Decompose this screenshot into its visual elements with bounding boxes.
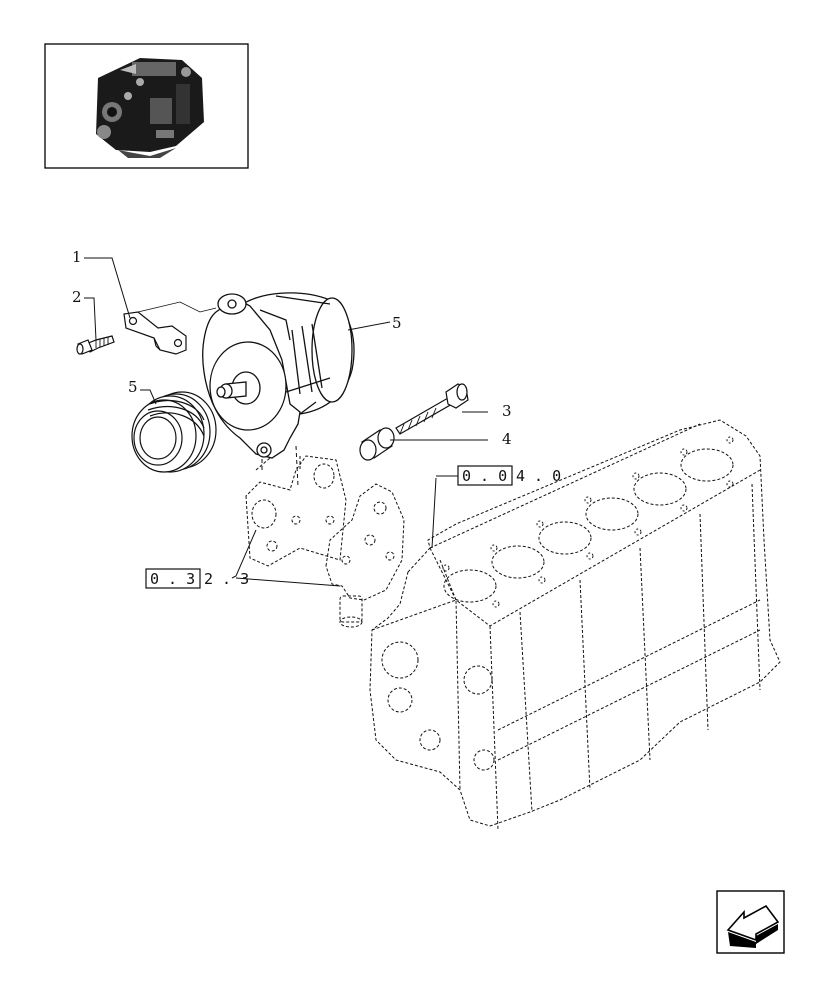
block-bolt-holes — [442, 436, 734, 608]
callout-3: 3 — [502, 402, 512, 420]
pump-housing — [325, 483, 405, 628]
reference-boxed-text: 0 . 0 — [462, 467, 507, 485]
alternator-mounting-bracket — [245, 455, 347, 567]
screw — [76, 335, 115, 355]
engine-block — [369, 419, 781, 831]
callout-2: 2 — [72, 288, 82, 306]
support-plate — [123, 311, 187, 355]
pulley — [131, 391, 217, 473]
engine-thumbnail-icon — [44, 43, 249, 169]
callout-5-alternator: 5 — [392, 314, 402, 332]
spacer-sleeve — [359, 427, 395, 461]
section-reference-b[interactable]: 0 . 3 2 . 3 — [145, 568, 249, 589]
reference-box — [145, 568, 201, 589]
leader-lines — [84, 257, 488, 587]
reference-box — [457, 465, 513, 486]
reference-boxed-text: 0 . 3 — [150, 570, 195, 588]
next-page-arrow-icon[interactable] — [716, 890, 785, 954]
section-reference-a[interactable]: 0 . 0 4 . 0 — [457, 465, 561, 486]
callout-4: 4 — [502, 430, 512, 448]
long-bolt — [395, 383, 469, 435]
callout-1: 1 — [72, 248, 82, 266]
cylinder-bores — [443, 448, 734, 603]
callout-5-pulley: 5 — [128, 378, 138, 396]
reference-rest-text: 2 . 3 — [204, 570, 249, 588]
reference-rest-text: 4 . 0 — [516, 467, 561, 485]
alternator — [202, 292, 355, 459]
